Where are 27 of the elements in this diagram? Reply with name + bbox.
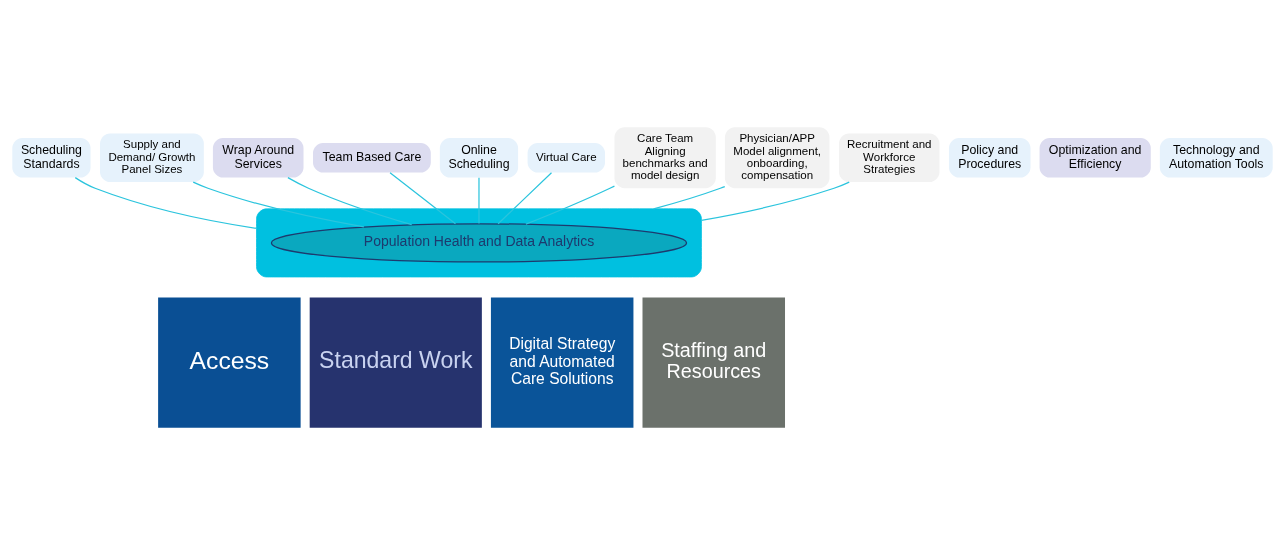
node-box: Supply and Demand/ Growth Panel Sizes bbox=[100, 132, 204, 182]
node-box: Recruitment and Workforce Strategies bbox=[838, 132, 940, 182]
node-box: Digital Strategy and Automated Care Solutions bbox=[490, 297, 634, 428]
connector bbox=[478, 176, 480, 224]
node-box: Physician/APP Model alignment, onboarding, compensation bbox=[724, 126, 830, 188]
node-box: Staffing and Resources bbox=[642, 297, 785, 428]
connector bbox=[525, 185, 616, 225]
node-box: Optimization and Efficiency bbox=[1039, 137, 1151, 178]
node-box: Technology and Automation Tools bbox=[1159, 137, 1273, 178]
node-box: Wrap Around Services bbox=[212, 137, 304, 178]
node-box: Care Team Aligning benchmarks and model design bbox=[614, 126, 716, 188]
node-ellipse: Population Health and Data Analytics bbox=[270, 222, 688, 263]
node-box: Team Based Care bbox=[313, 142, 431, 173]
cluster bbox=[256, 207, 702, 277]
connector bbox=[287, 176, 413, 225]
connector bbox=[653, 185, 726, 209]
node-box: Scheduling Standards bbox=[12, 137, 91, 178]
node-box: Virtual Care bbox=[527, 142, 605, 173]
node-box: Online Scheduling bbox=[439, 137, 519, 178]
connector bbox=[700, 181, 850, 221]
node-box: Standard Work bbox=[309, 297, 482, 428]
connector bbox=[74, 176, 258, 229]
connector bbox=[192, 181, 365, 227]
connector bbox=[497, 171, 553, 224]
node-box: Policy and Procedures bbox=[948, 137, 1031, 178]
connector bbox=[389, 171, 457, 224]
node-box: Access bbox=[158, 297, 301, 428]
